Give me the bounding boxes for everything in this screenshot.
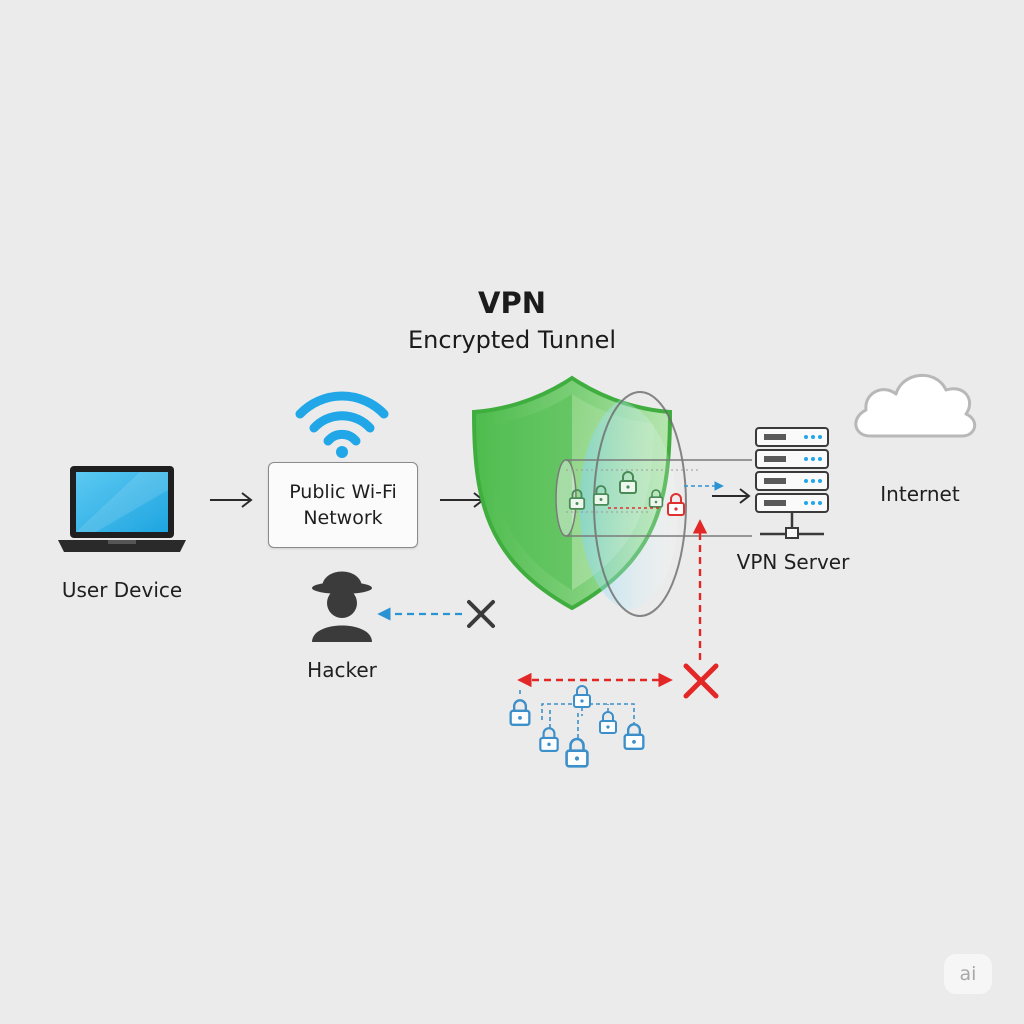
public-wifi-node: Public Wi-Fi Network [268, 462, 418, 548]
blocked-path-attack [517, 519, 719, 699]
lock-icon [599, 711, 617, 734]
wifi-icon [295, 391, 389, 458]
lock-icon [623, 723, 645, 750]
server-icon [755, 427, 829, 539]
user-device-label: User Device [61, 578, 183, 602]
flow-arrow-1 [210, 492, 253, 508]
lock-icon [565, 737, 589, 768]
hacker-label: Hacker [307, 658, 377, 682]
flow-arrow-2 [440, 492, 485, 508]
diagram-subtitle: Encrypted Tunnel [408, 326, 616, 354]
lock-icon [539, 727, 559, 752]
lock-icon [509, 699, 531, 726]
laptop-icon [58, 466, 186, 552]
blocked-path-hacker [377, 600, 495, 628]
vpn-server-label: VPN Server [736, 550, 850, 574]
wifi-label-line1: Public Wi-Fi [289, 481, 397, 503]
cloud-icon [854, 374, 977, 438]
lock-network [509, 685, 645, 768]
tunnel-locks [568, 471, 724, 516]
blocked-x-icon [467, 600, 495, 628]
lock-icon [573, 685, 591, 708]
wifi-label-line2: Network [303, 507, 383, 529]
hacker-icon [312, 571, 372, 642]
blocked-x-icon [683, 663, 719, 699]
flow-arrow-3 [712, 488, 751, 504]
watermark-badge: ai [944, 954, 992, 994]
diagram-title: VPN [478, 286, 546, 320]
internet-label: Internet [880, 482, 960, 506]
